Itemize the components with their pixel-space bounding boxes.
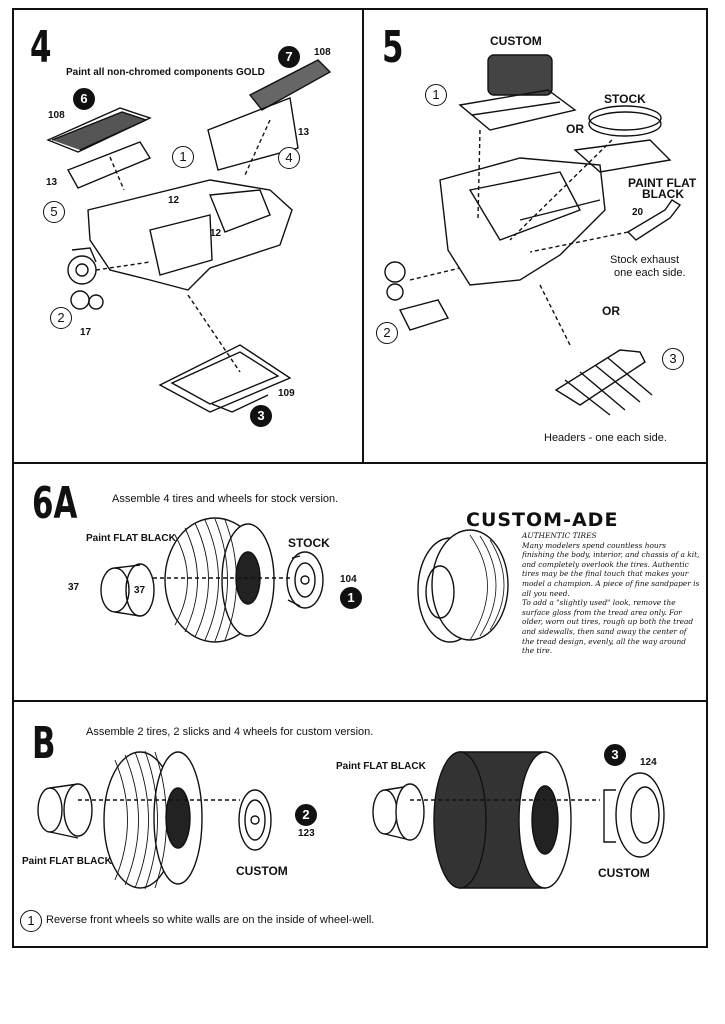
- step-4-instruction: Paint all non-chromed components GOLD: [66, 67, 265, 78]
- step5-custom-label: CUSTOM: [490, 34, 542, 48]
- step6a-stock-label: STOCK: [288, 536, 330, 550]
- stepb-callout-3: 3: [604, 744, 626, 766]
- step-5-number: 5: [382, 22, 404, 73]
- stepb-callout-2: 2: [295, 804, 317, 826]
- stepb-footnote-callout: 1: [20, 910, 42, 932]
- stepb-instruction: Assemble 2 tires, 2 slicks and 4 wheels …: [86, 726, 374, 738]
- step4-callout-2: 2: [50, 307, 72, 329]
- step5-callout-3: 3: [662, 348, 684, 370]
- step-6a-number: 6A: [32, 478, 78, 529]
- step6a-part-37b: 37: [134, 585, 146, 596]
- step-b-panel: [12, 700, 708, 948]
- step6a-callout-1: 1: [340, 587, 362, 609]
- custom-ade-paragraph-2: To add a "slightly used" look, remove th…: [522, 598, 694, 656]
- step4-part-108a: 108: [48, 110, 65, 121]
- step6a-part-104: 104: [340, 574, 357, 585]
- step4-callout-5: 5: [43, 201, 65, 223]
- step4-part-13b: 13: [298, 127, 310, 138]
- step4-part-109: 109: [278, 388, 295, 399]
- step4-callout-1: 1: [172, 146, 194, 168]
- stepb-custom-left: CUSTOM: [236, 864, 288, 878]
- step4-part-17: 17: [80, 327, 92, 338]
- step4-callout-6: 6: [73, 88, 95, 110]
- step4-part-12a: 12: [168, 195, 180, 206]
- step-4-number: 4: [30, 22, 52, 73]
- step5-or-label-1: OR: [566, 122, 584, 136]
- stepb-custom-right: CUSTOM: [598, 866, 650, 880]
- step4-part-12b: 12: [210, 228, 222, 239]
- step5-callout-1: 1: [425, 84, 447, 106]
- stepb-paint-flat-black-left: Paint FLAT BLACK: [22, 856, 112, 867]
- custom-ade-title: CUSTOM-ADE: [466, 509, 619, 531]
- step4-callout-3: 3: [250, 405, 272, 427]
- step5-stock-label: STOCK: [604, 92, 646, 106]
- step5-stock-exhaust-2: one each side.: [614, 267, 686, 279]
- step5-black: BLACK: [642, 187, 684, 201]
- step5-stock-exhaust-1: Stock exhaust: [610, 254, 680, 266]
- step5-headers: Headers - one each side.: [544, 432, 667, 444]
- step4-part-108b: 108: [314, 47, 331, 58]
- step6a-instruction: Assemble 4 tires and wheels for stock ve…: [112, 493, 339, 505]
- step4-part-13a: 13: [46, 177, 58, 188]
- step5-callout-2: 2: [376, 322, 398, 344]
- stepb-part-124: 124: [640, 757, 657, 768]
- step4-callout-7: 7: [278, 46, 300, 68]
- step5-paint-flat: PAINT FLAT: [628, 176, 697, 190]
- custom-ade-paragraph-1: Many modelers spend countless hours fini…: [522, 540, 700, 598]
- step5-part-20: 20: [632, 207, 644, 218]
- step-b-number: B: [32, 718, 56, 769]
- stepb-footnote: Reverse front wheels so white walls are …: [46, 914, 375, 926]
- step5-or-label-2: OR: [602, 304, 620, 318]
- stepb-paint-flat-black-right: Paint FLAT BLACK: [336, 761, 426, 772]
- custom-ade-text-block: AUTHENTIC TIRES Many modelers spend coun…: [522, 531, 700, 656]
- stepb-part-123: 123: [298, 828, 315, 839]
- step6a-paint-flat-black: Paint FLAT BLACK: [86, 533, 176, 544]
- step6a-part-37a: 37: [68, 582, 80, 593]
- step4-callout-4: 4: [278, 147, 300, 169]
- custom-ade-subtitle: AUTHENTIC TIRES: [522, 531, 597, 540]
